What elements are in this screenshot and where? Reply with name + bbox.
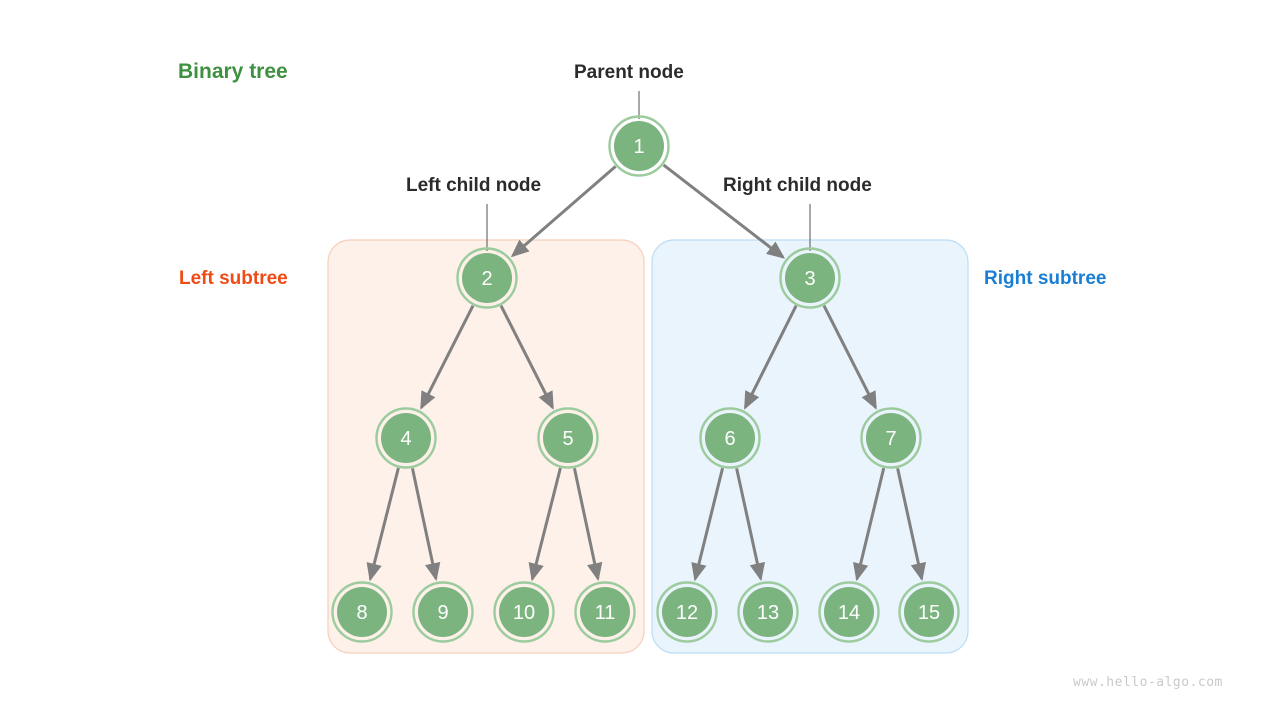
tree-node-13[interactable]: 13 (737, 581, 799, 643)
node-disc (418, 587, 468, 637)
node-value: 2 (481, 268, 492, 290)
node-disc (614, 121, 664, 171)
tree-edge-4-9 (410, 468, 441, 582)
node-value: 1 (633, 136, 644, 158)
tree-node-12[interactable]: 12 (656, 581, 718, 643)
node-value: 10 (513, 602, 535, 624)
node-ring (898, 581, 960, 643)
tree-edge-5-11 (572, 468, 603, 582)
node-value: 6 (724, 428, 735, 450)
node-ring (737, 581, 799, 643)
tree-node-9[interactable]: 9 (412, 581, 474, 643)
node-value: 3 (804, 268, 815, 290)
node-disc (580, 587, 630, 637)
annotation-parent-node: Parent node (574, 62, 684, 83)
node-disc (337, 587, 387, 637)
tree-node-1[interactable]: 1 (608, 115, 670, 177)
tree-edge-3-6 (743, 305, 798, 410)
tree-edge-2-4 (420, 304, 475, 410)
node-ring (699, 407, 761, 469)
annotation-leader-lines (486, 91, 811, 251)
tree-node-4[interactable]: 4 (375, 407, 437, 469)
node-value: 9 (437, 602, 448, 624)
subtree-box-left (327, 239, 645, 654)
tree-edge-7-15 (896, 467, 927, 582)
tree-edge-4-8 (366, 467, 400, 582)
tree-edge-2-5 (499, 304, 554, 410)
tree-node-15[interactable]: 15 (898, 581, 960, 643)
node-disc (662, 587, 712, 637)
annotation-left-child-node: Left child node (406, 175, 542, 196)
node-value: 15 (918, 602, 940, 624)
subtree-boxes (327, 239, 969, 654)
node-disc (743, 587, 793, 637)
node-ring (331, 581, 393, 643)
tree-edge-6-13 (735, 467, 766, 582)
tree-node-8[interactable]: 8 (331, 581, 393, 643)
node-disc (462, 253, 512, 303)
tree-edge-1-2 (510, 165, 617, 258)
node-disc (824, 587, 874, 637)
tree-edge-7-14 (853, 467, 886, 582)
node-ring (412, 581, 474, 643)
node-disc (499, 587, 549, 637)
node-disc (904, 587, 954, 637)
tree-node-2[interactable]: 2 (456, 247, 518, 309)
node-value: 4 (400, 428, 411, 450)
node-value: 13 (757, 602, 779, 624)
node-ring (537, 407, 599, 469)
node-value: 12 (676, 602, 698, 624)
node-ring (375, 407, 437, 469)
tree-edge-5-10 (528, 467, 562, 582)
tree-edge-1-3 (662, 163, 785, 259)
tree-node-10[interactable]: 10 (493, 581, 555, 643)
node-value: 7 (885, 428, 896, 450)
annotation-right-child-node: Right child node (723, 175, 872, 196)
watermark: www.hello-algo.com (1073, 675, 1223, 690)
node-disc (785, 253, 835, 303)
node-disc (381, 413, 431, 463)
tree-edges (366, 163, 927, 582)
node-ring (493, 581, 555, 643)
node-value: 8 (356, 602, 367, 624)
node-ring (574, 581, 636, 643)
node-value: 14 (838, 602, 860, 624)
node-value: 5 (562, 428, 573, 450)
node-ring (779, 247, 841, 309)
tree-node-11[interactable]: 11 (574, 581, 636, 643)
tree-node-3[interactable]: 3 (779, 247, 841, 309)
tree-node-14[interactable]: 14 (818, 581, 880, 643)
node-value: 11 (595, 602, 616, 624)
node-ring (656, 581, 718, 643)
node-disc (866, 413, 916, 463)
node-ring (860, 407, 922, 469)
node-disc (705, 413, 755, 463)
page-title: Binary tree (178, 60, 288, 83)
tree-node-5[interactable]: 5 (537, 407, 599, 469)
tree-edge-6-12 (691, 467, 725, 582)
tree-node-6[interactable]: 6 (699, 407, 761, 469)
tree-edge-3-7 (822, 304, 877, 410)
annotation-right-subtree: Right subtree (984, 268, 1107, 289)
node-ring (456, 247, 518, 309)
node-ring (608, 115, 670, 177)
annotation-left-subtree: Left subtree (179, 268, 288, 289)
node-ring (818, 581, 880, 643)
tree-node-7[interactable]: 7 (860, 407, 922, 469)
node-disc (543, 413, 593, 463)
